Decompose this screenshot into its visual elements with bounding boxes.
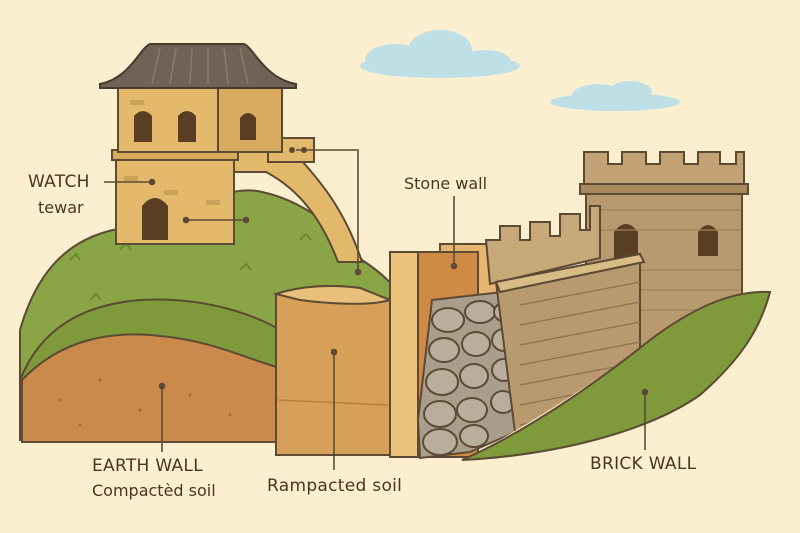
- cloud-left: [360, 30, 520, 78]
- stone-wall-cap: [389, 251, 419, 458]
- watch-tower-title: WATCH: [28, 172, 90, 192]
- earth-texture: [58, 378, 232, 427]
- winding-wall: [231, 149, 364, 263]
- earth-wall-section: [21, 333, 281, 443]
- earth-wall-title: EARTH WALL: [92, 456, 203, 476]
- earth-wall-subtitle: Compactèd soil: [92, 481, 216, 500]
- watch-tower-subtitle: tewar: [38, 198, 84, 217]
- rampacted-soil-block: [275, 285, 391, 456]
- leader-lines: [104, 149, 649, 470]
- stone-wall-label: Stone wall: [404, 174, 488, 193]
- brick-wall-label: BRICK WALL: [590, 454, 697, 474]
- rampacted-soil-label: Rampacted soil: [267, 476, 403, 496]
- watch-tower: [99, 43, 297, 245]
- cloud-right: [550, 81, 680, 111]
